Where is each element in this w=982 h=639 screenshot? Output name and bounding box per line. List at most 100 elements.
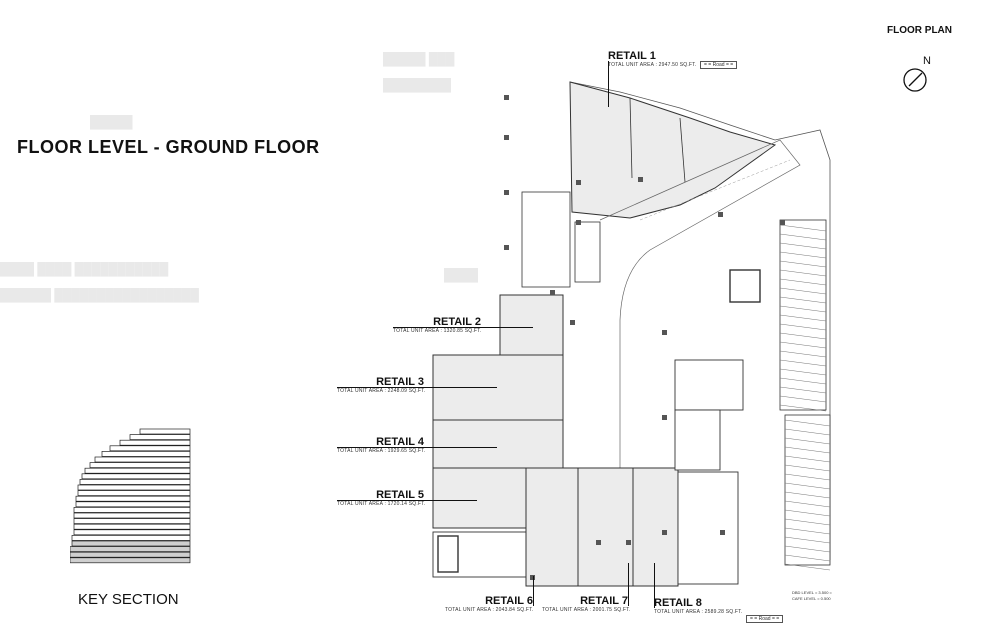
key-section-floor [69,551,191,558]
structural-column [780,220,785,225]
retail-label-4: RETAIL 4 TOTAL UNIT AREA : 1929.65 SQ.FT… [337,436,426,454]
parking-stall-line [779,377,827,385]
parking-stall-line [784,500,831,508]
retail-5-name: RETAIL 5 [376,489,424,501]
parking-stall-line [784,509,831,517]
floor-plan-drawing [400,70,840,630]
parking-stall-line [779,386,827,394]
parking-stall-line [779,224,827,232]
retail-7-unit [577,467,634,587]
retail-2-unit [499,294,564,358]
retail-4-area: TOTAL UNIT AREA : 1929.65 SQ.FT. [337,448,426,454]
structural-column [576,220,581,225]
key-section-floor [77,490,191,496]
retail-7-name: RETAIL 7 [580,595,628,607]
parking-stall-line [779,242,827,250]
structural-column [662,415,667,420]
parking-stall-line [784,419,831,427]
retail-5-unit [432,467,527,529]
north-arrow-icon [903,68,927,92]
key-section-floor [101,451,191,457]
retail-4-unit [432,419,564,469]
key-section-floor [75,501,191,508]
structural-column [570,320,575,325]
parking-strip-north [779,219,827,411]
lobby-area [677,471,739,585]
retail-label-6: RETAIL 6 TOTAL UNIT AREA : 2043.84 SQ.FT… [445,595,533,613]
structural-column [626,540,631,545]
parking-stall-line [784,446,831,454]
structural-column [550,290,555,295]
parking-stall-line [779,323,827,331]
key-section-floor [73,507,191,513]
structural-column [504,135,509,140]
parking-stall-line [779,332,827,340]
parking-strip-south [784,414,831,566]
parking-stall-line [784,518,831,526]
parking-stall-line [784,545,831,553]
retail-2-name: RETAIL 2 [433,316,481,328]
key-section-label: KEY SECTION [78,591,179,608]
site-boundary [569,81,831,560]
retail-8-name: RETAIL 8 [654,597,702,609]
retail-1-unit [569,81,777,219]
parking-stall-line [779,269,827,277]
key-section-floor [69,546,191,552]
parking-stall-line [784,563,831,571]
level-note-line-1: DBD LEVEL = 3.500 = [792,590,832,595]
key-section-floor [81,473,191,480]
road-label-top: = = Road = = [700,61,738,69]
retail-label-7: RETAIL 7 TOTAL UNIT AREA : 2001.75 SQ.FT… [542,595,630,613]
parking-stall-line [784,491,831,499]
structural-column [662,530,667,535]
parking-stall-line [779,251,827,259]
parking-stall-line [779,260,827,268]
structural-column [638,177,643,182]
retail-label-2: RETAIL 2 TOTAL UNIT AREA : 1320.85 SQ.FT… [393,316,481,334]
key-section-floor [75,495,191,502]
retail-label-5: RETAIL 5 TOTAL UNIT AREA : 1720.14 SQ.FT… [337,489,426,507]
stair-core [432,531,527,578]
structural-column [530,575,535,580]
parking-stall-line [779,368,827,376]
key-section-floor [73,518,191,524]
level-note-line-2: CAFE LEVEL = 0.500 [792,596,831,601]
key-section-floor [79,479,191,485]
north-label: N [923,55,931,67]
north-compass: N [899,55,939,95]
retail-6-unit [525,467,579,587]
parking-stall-line [779,395,827,403]
retail-3-area: TOTAL UNIT AREA : 2248.09 SQ.FT. [337,388,426,394]
retail-label-3: RETAIL 3 TOTAL UNIT AREA : 2248.09 SQ.FT… [337,376,426,394]
retail-6-area: TOTAL UNIT AREA : 2043.84 SQ.FT. [445,607,534,613]
service-block [521,191,571,288]
structural-column [662,330,667,335]
floor-plan-label: FLOOR PLAN [887,25,952,36]
key-section-floor [73,523,191,530]
parking-stall-line [779,404,827,412]
key-section-floor [89,462,191,468]
key-section-floor [77,484,191,491]
parking-stall-line [779,278,827,286]
structural-column [504,245,509,250]
parking-stall-line [779,314,827,322]
parking-stall-line [784,473,831,481]
retail-1-area: TOTAL UNIT AREA : 2947.50 SQ.FT. [608,62,697,68]
retail-2-area: TOTAL UNIT AREA : 1320.85 SQ.FT. [393,328,482,334]
retail-3-name: RETAIL 3 [376,376,424,388]
parking-stall-line [784,464,831,472]
retail-5-area: TOTAL UNIT AREA : 1720.14 SQ.FT. [337,501,426,507]
key-section-floor [73,512,191,519]
level-note: DBD LEVEL = 3.500 = CAFE LEVEL = 0.500 [792,590,832,602]
parking-stall-line [779,287,827,295]
key-section-floor [73,529,191,536]
key-section-floor [129,434,191,440]
structural-column [720,530,725,535]
parking-stall-line [784,554,831,562]
page-title: FLOOR LEVEL - GROUND FLOOR [17,137,320,157]
retail-label-8: RETAIL 8 TOTAL UNIT AREA : 2589.28 SQ.FT… [654,597,742,615]
driveway-ramp [599,139,801,470]
parking-stall-line [784,455,831,463]
key-section-floor [94,456,191,463]
structural-column [718,212,723,217]
